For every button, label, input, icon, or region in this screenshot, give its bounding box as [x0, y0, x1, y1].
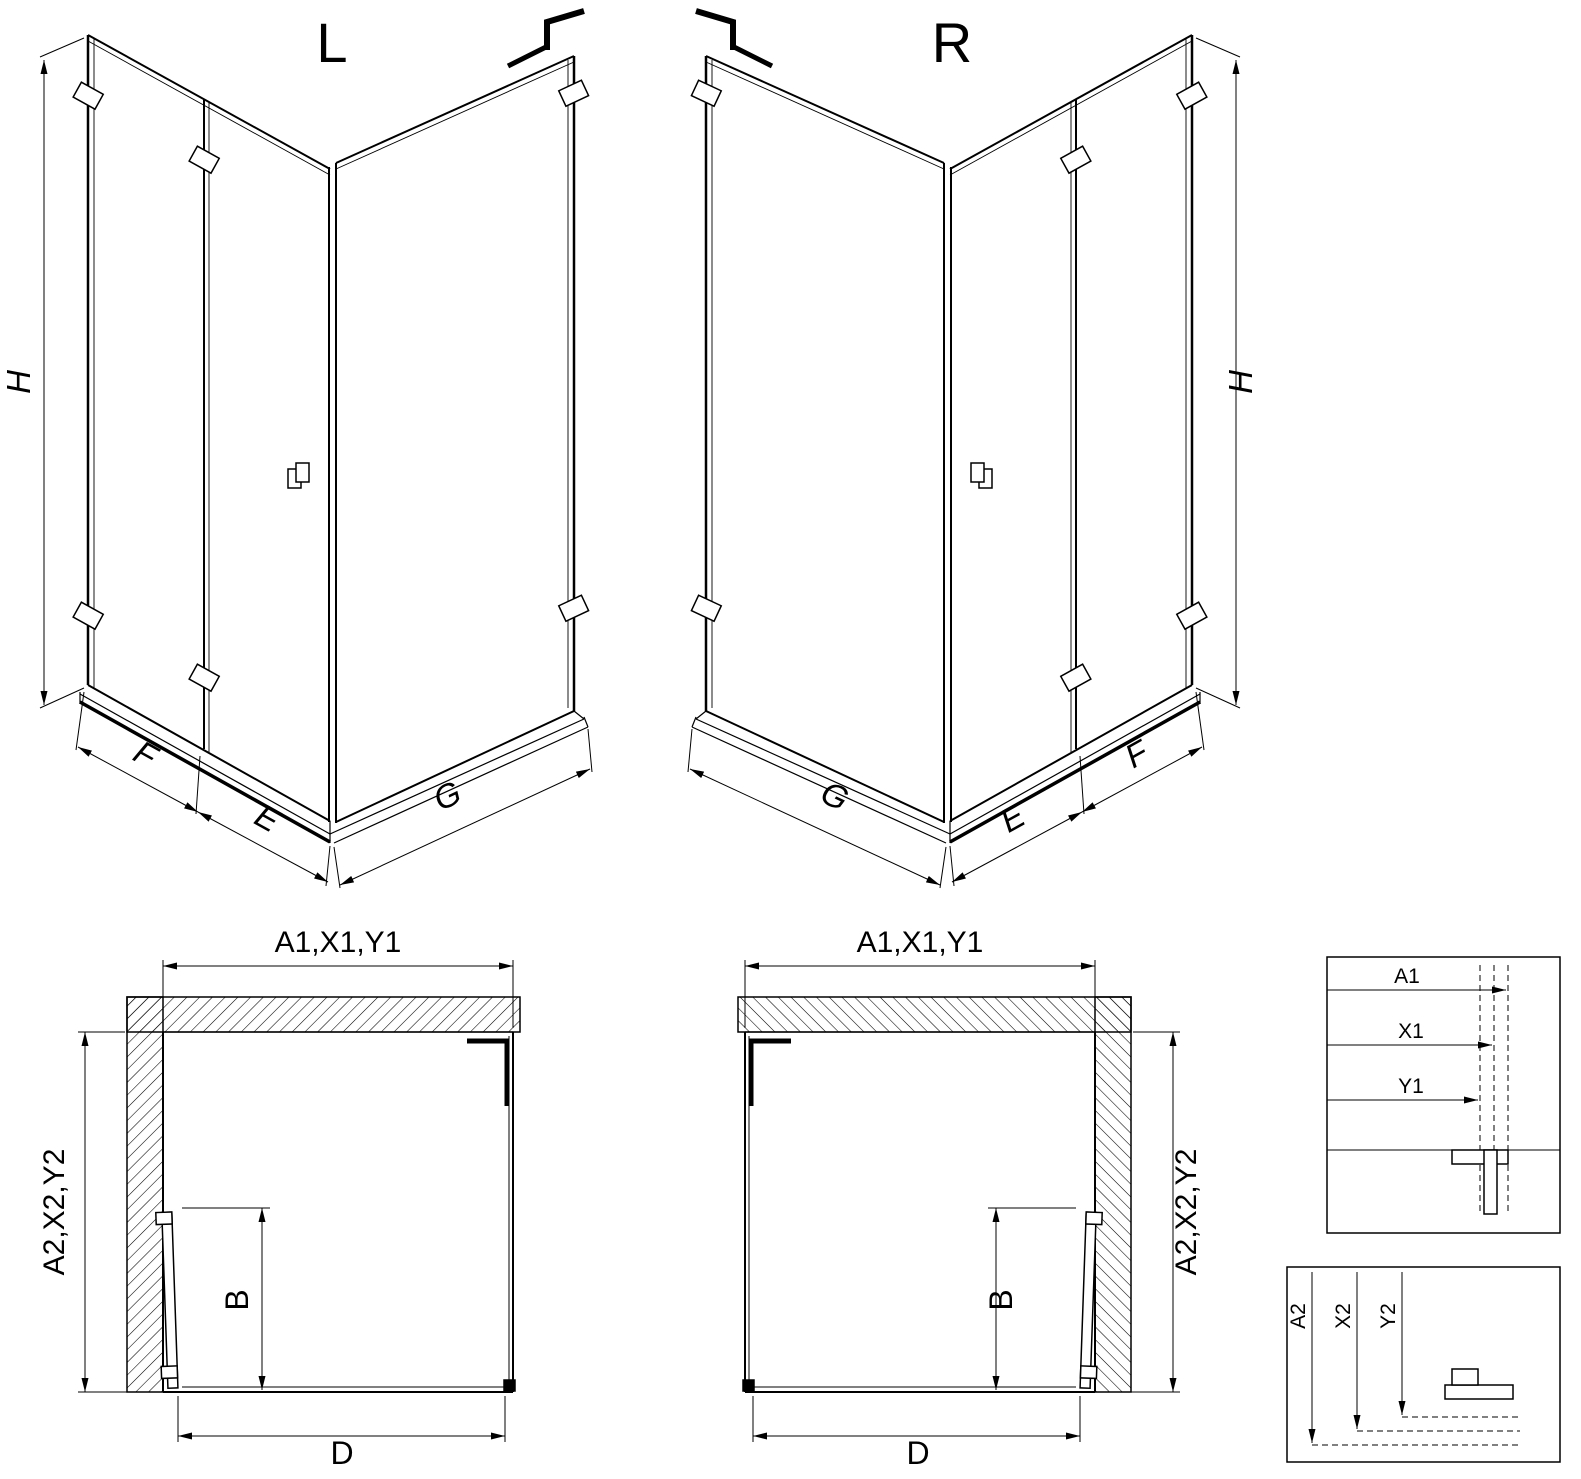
- plan-right-dim-side: A2,X2,Y2: [1170, 1149, 1203, 1276]
- dim-label-height-right: H: [1222, 370, 1259, 394]
- detail-depth-diagram: [1286, 1266, 1561, 1463]
- plan-left-dim-top: A1,X1,Y1: [275, 926, 402, 959]
- plan-right-dim-door: B: [983, 1289, 1019, 1310]
- dim-label-height-left: H: [0, 370, 37, 394]
- detail-label-a1: A1: [1394, 965, 1420, 988]
- iso-view-right: [688, 11, 1240, 888]
- detail-width-diagram: [1326, 956, 1561, 1234]
- detail-label-y1: Y1: [1398, 1075, 1424, 1098]
- dim-label-front-left: F: [128, 733, 165, 776]
- detail-label-x2: X2: [1332, 1303, 1355, 1329]
- variant-label-left: L: [316, 11, 347, 74]
- detail-label-x1: X1: [1398, 1020, 1424, 1043]
- dim-label-inner-right: E: [994, 796, 1032, 840]
- profile-section-icon: [1451, 1149, 1509, 1215]
- plan-view-left: [78, 960, 520, 1442]
- plan-left-dim-side: A2,X2,Y2: [38, 1149, 71, 1276]
- plan-left-dim-door: B: [219, 1289, 255, 1310]
- dim-label-side-right: G: [815, 773, 854, 817]
- plan-right-dim-bottom: D: [906, 1435, 929, 1471]
- plan-right-dim-top: A1,X1,Y1: [857, 926, 984, 959]
- plan-view-right: [738, 960, 1180, 1442]
- plan-left-dim-bottom: D: [330, 1435, 353, 1471]
- dim-label-side-left: G: [428, 773, 467, 817]
- iso-view-left: [40, 11, 592, 888]
- dim-label-front-right: F: [1119, 732, 1156, 775]
- detail-label-a2: A2: [1287, 1303, 1310, 1329]
- dim-label-inner-left: E: [249, 796, 287, 840]
- detail-label-y2: Y2: [1377, 1303, 1400, 1329]
- profile-section-icon: [1444, 1368, 1514, 1400]
- variant-label-right: R: [932, 11, 972, 74]
